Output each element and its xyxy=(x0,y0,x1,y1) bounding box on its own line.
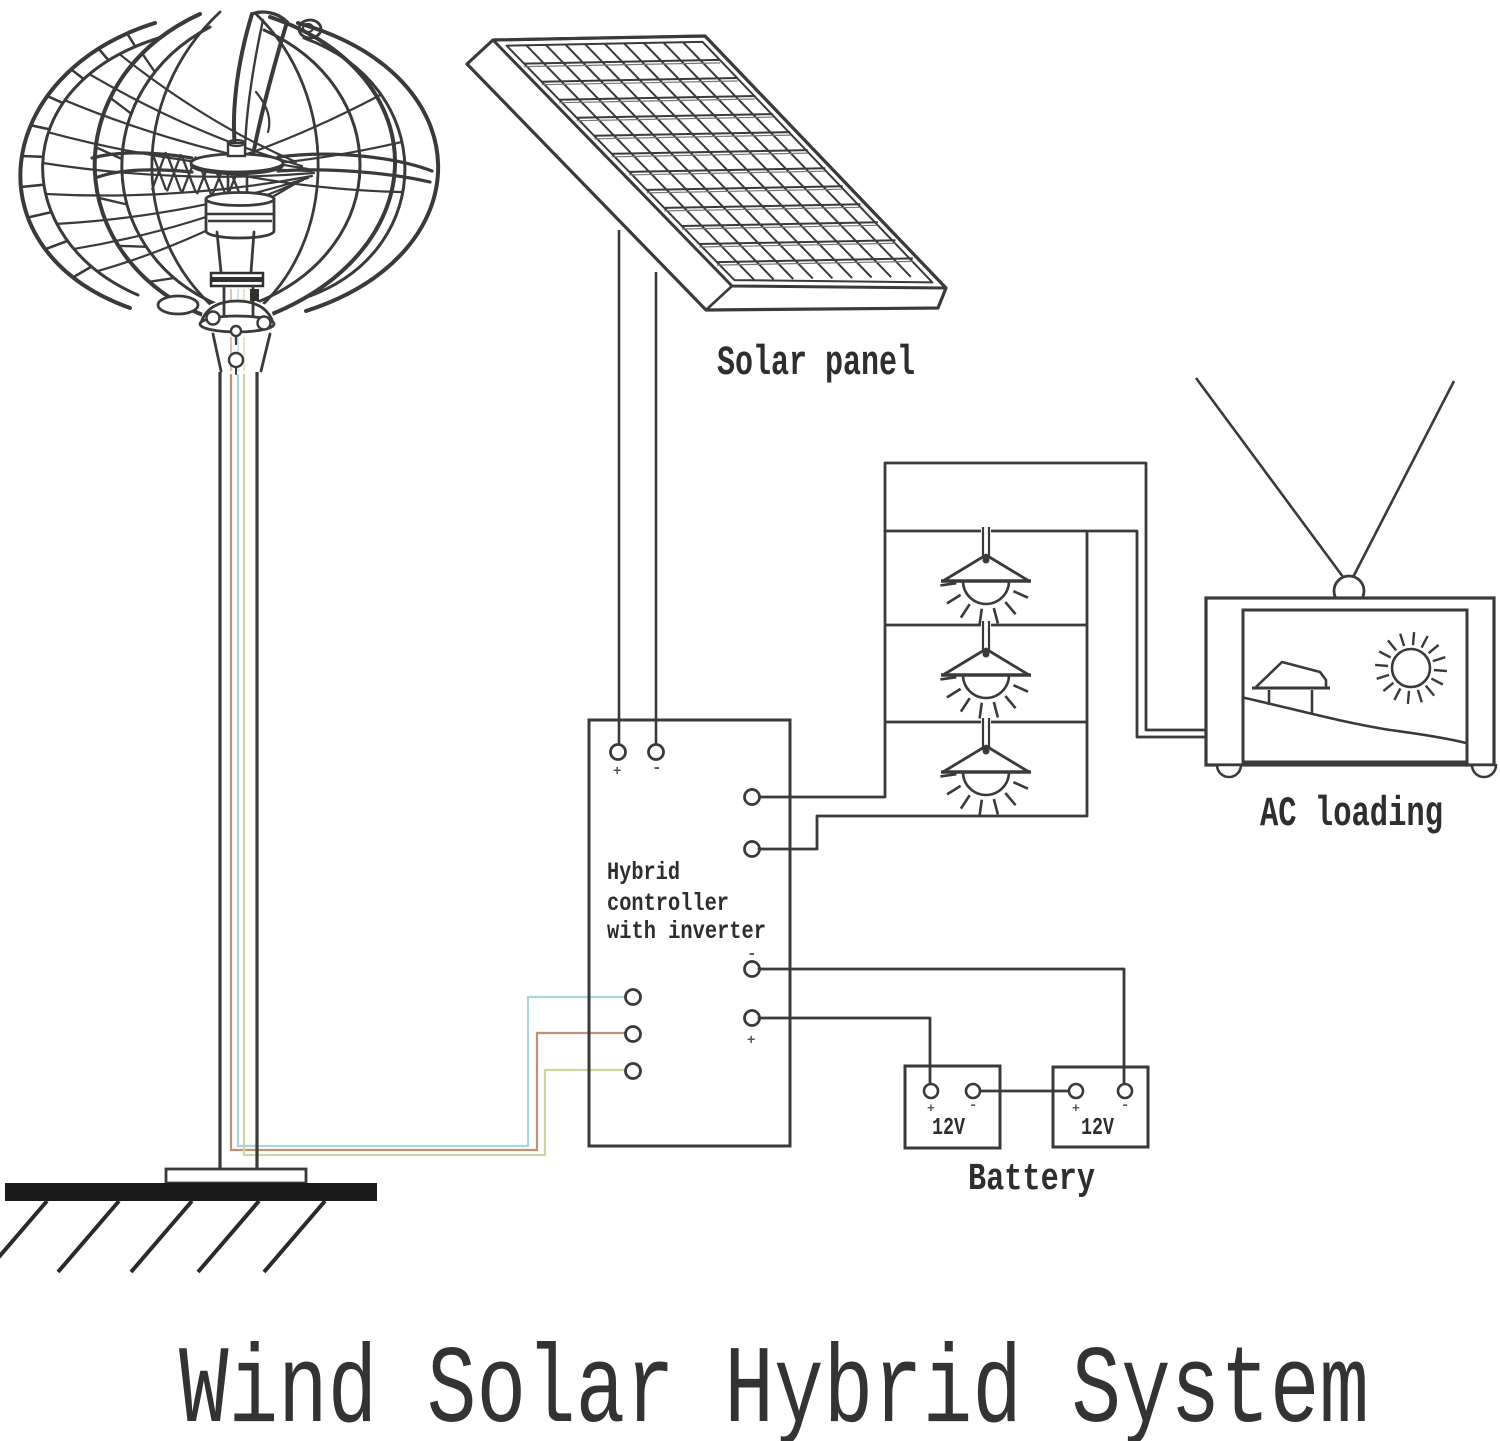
svg-text:Battery: Battery xyxy=(968,1158,1095,1201)
svg-text:-: - xyxy=(652,759,662,777)
svg-text:Wind Solar Hybrid System: Wind Solar Hybrid System xyxy=(179,1330,1369,1441)
svg-text:12V: 12V xyxy=(1081,1115,1114,1142)
svg-text:+: + xyxy=(747,1033,755,1049)
svg-text:Solar panel: Solar panel xyxy=(717,339,915,387)
svg-text:AC loading: AC loading xyxy=(1260,790,1443,838)
svg-text:+: + xyxy=(927,1101,935,1116)
svg-text:-: - xyxy=(1121,1098,1129,1114)
svg-text:with inverter: with inverter xyxy=(607,917,766,946)
svg-text:-: - xyxy=(747,945,757,963)
svg-text:controller: controller xyxy=(607,889,729,918)
svg-text:Hybrid: Hybrid xyxy=(607,858,680,887)
svg-text:+: + xyxy=(1072,1101,1080,1116)
svg-text:-: - xyxy=(969,1098,977,1114)
svg-text:+: + xyxy=(613,764,621,780)
svg-text:12V: 12V xyxy=(932,1115,965,1142)
